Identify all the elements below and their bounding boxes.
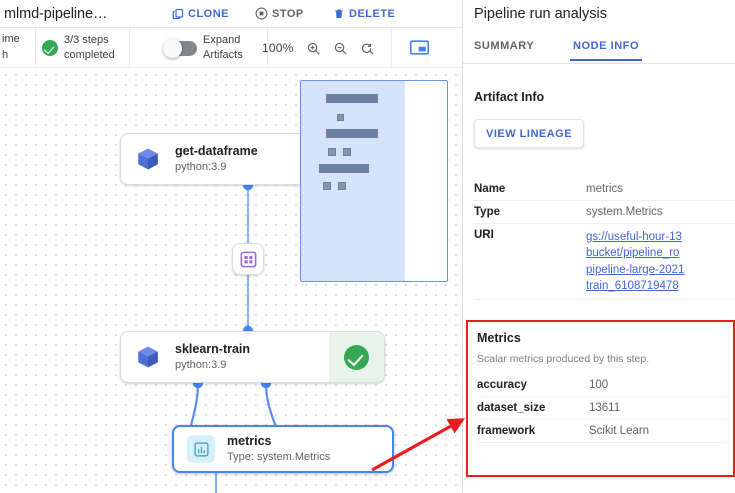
bar-chart-icon <box>187 435 215 463</box>
metric-value: 13611 <box>589 396 727 420</box>
metrics-description: Scalar metrics produced by this step. <box>477 353 650 365</box>
success-check-icon <box>344 344 369 370</box>
uri-line[interactable]: pipeline-large-2021 <box>586 263 685 276</box>
cube-icon <box>135 344 161 370</box>
expand-artifacts-toggle[interactable] <box>163 38 197 58</box>
node-title: metrics <box>227 434 272 449</box>
zoom-reset-icon[interactable] <box>360 41 375 56</box>
graph-node-text: get-dataframe python:3.9 <box>175 144 258 174</box>
run-title: mlmd-pipeline… <box>4 5 108 22</box>
row-key: Type <box>474 200 586 224</box>
success-check-icon <box>42 40 58 56</box>
expand-artifacts-label: Expand Artifacts <box>203 33 255 63</box>
pipeline-graph-canvas[interactable]: get-dataframe python:3.9 <box>0 69 462 493</box>
dataset-grid-icon <box>239 250 258 269</box>
page-title: Pipeline run analysis <box>474 6 607 22</box>
artifact-info-heading: Artifact Info <box>474 90 545 104</box>
view-lineage-button[interactable]: VIEW LINEAGE <box>474 119 585 148</box>
stop-button-label: STOP <box>272 7 304 20</box>
zoom-out-icon[interactable] <box>333 41 348 56</box>
row-value-uri[interactable]: gs://useful-hour-13 bucket/pipeline_ro p… <box>586 223 735 301</box>
clone-button-label: CLONE <box>188 7 229 20</box>
node-subtitle: python:3.9 <box>175 358 227 371</box>
uri-line[interactable]: train_6108719478 <box>586 279 679 292</box>
zoom-in-icon[interactable] <box>306 41 321 56</box>
table-row: Name metrics <box>474 178 735 201</box>
stop-circle-icon <box>255 7 268 20</box>
clone-button[interactable]: CLONE <box>172 8 229 20</box>
minimap-block <box>326 94 378 103</box>
table-row: accuracy 100 <box>477 374 727 397</box>
row-value: metrics <box>586 178 735 201</box>
minimap-block <box>323 182 331 190</box>
steps-status-text: 3/3 steps completed <box>64 33 115 63</box>
graph-node-text: metrics Type: system.Metrics <box>227 434 330 464</box>
steps-line2: completed <box>64 49 115 61</box>
graph-node-text: sklearn-train python:3.9 <box>175 342 250 372</box>
zoom-level-label: 100% <box>262 41 294 55</box>
metrics-heading: Metrics <box>477 331 521 345</box>
row-value: system.Metrics <box>586 200 735 224</box>
steps-line1: 3/3 steps <box>64 34 109 47</box>
metric-key: dataset_size <box>477 396 589 420</box>
minimap-viewport <box>301 81 405 281</box>
stop-button[interactable]: STOP <box>255 7 304 20</box>
minimap-block <box>338 182 346 190</box>
delete-button[interactable]: DELETE <box>333 7 395 20</box>
cube-icon <box>135 146 161 172</box>
minimap-block <box>326 129 378 138</box>
metric-key: framework <box>477 419 589 443</box>
expand-line1: Expand <box>203 34 241 47</box>
node-subtitle: Type: system.Metrics <box>227 450 331 463</box>
copy-icon <box>172 8 184 20</box>
node-subtitle: python:3.9 <box>175 160 227 173</box>
table-row: Type system.Metrics <box>474 200 735 224</box>
uri-line[interactable]: gs://useful-hour-13 <box>586 231 682 243</box>
expand-line2: Artifacts <box>203 49 243 61</box>
metric-key: accuracy <box>477 374 589 397</box>
tab-node-info[interactable]: NODE INFO <box>569 33 643 61</box>
table-row: dataset_size 13611 <box>477 396 727 420</box>
minimap-block <box>337 114 344 121</box>
panel-tabs: SUMMARY NODE INFO <box>463 33 735 64</box>
graph-minimap[interactable] <box>300 80 448 282</box>
graph-node-get-dataframe[interactable]: get-dataframe python:3.9 <box>120 133 315 185</box>
minimap-block <box>343 148 351 156</box>
uri-line[interactable]: bucket/pipeline_ro <box>586 247 680 260</box>
steps-status: 3/3 steps completed <box>42 28 130 68</box>
minimap-toggle-icon[interactable] <box>410 40 429 55</box>
artifact-info-table: Name metrics Type system.Metrics URI gs:… <box>474 178 735 301</box>
row-key: URI <box>474 223 586 301</box>
metrics-card: Metrics Scalar metrics produced by this … <box>466 320 735 477</box>
zoom-controls: 100% <box>262 28 392 68</box>
graph-pane: mlmd-pipeline… CLONE STOP <box>0 0 462 493</box>
table-row: framework Scikit Learn <box>477 419 727 443</box>
node-status-succeeded <box>329 332 384 382</box>
graph-node-dataset[interactable] <box>232 243 264 275</box>
expand-artifacts-control[interactable]: Expand Artifacts <box>163 28 268 68</box>
node-title: sklearn-train <box>175 342 251 357</box>
minimap-block <box>319 164 369 173</box>
graph-node-sklearn-train[interactable]: sklearn-train python:3.9 <box>120 331 385 383</box>
table-row-uri: URI gs://useful-hour-13 bucket/pipeline_… <box>474 223 735 301</box>
delete-button-label: DELETE <box>349 7 396 20</box>
row-key: Name <box>474 178 586 201</box>
metrics-table: accuracy 100 dataset_size 13611 framewor… <box>477 374 727 443</box>
metric-value: 100 <box>589 374 727 397</box>
run-time-column-clipped: ime h <box>0 28 36 68</box>
trash-icon <box>333 7 345 20</box>
minimap-block <box>328 148 336 156</box>
graph-node-metrics[interactable]: metrics Type: system.Metrics <box>172 425 394 473</box>
graph-toolbar: ime h 3/3 steps completed Expand Artifac… <box>0 28 462 68</box>
node-title: get-dataframe <box>175 144 258 159</box>
action-bar: mlmd-pipeline… CLONE STOP <box>0 0 462 28</box>
clipped-text-line1: ime <box>2 33 20 46</box>
clipped-text-line2: h <box>2 49 9 61</box>
metric-value: Scikit Learn <box>589 419 727 443</box>
tab-summary[interactable]: SUMMARY <box>474 33 534 60</box>
